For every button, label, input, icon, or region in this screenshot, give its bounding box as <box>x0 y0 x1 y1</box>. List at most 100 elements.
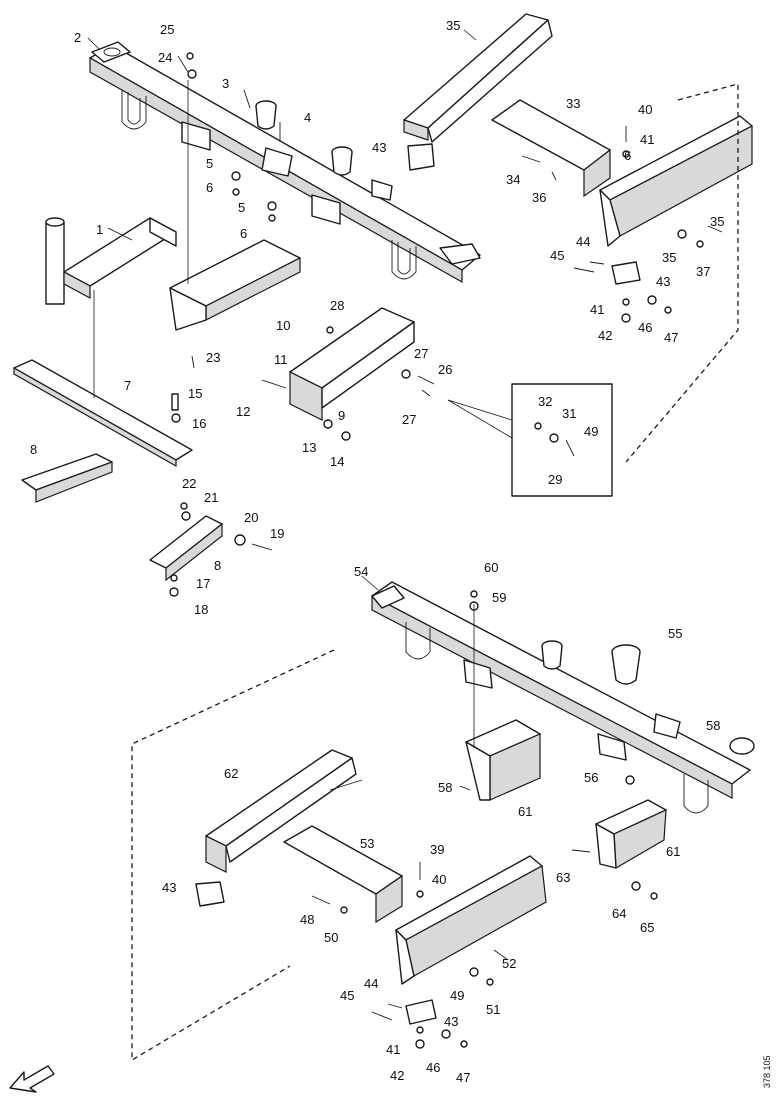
lower-bracket-62b <box>595 799 667 870</box>
callout: 6 <box>624 148 631 163</box>
callout: 49 <box>584 424 598 439</box>
callout: 46 <box>638 320 652 335</box>
callout: 9 <box>338 408 345 423</box>
lower-bracket-54 <box>283 825 403 924</box>
callout: 64 <box>612 906 626 921</box>
callout: 35 <box>446 18 460 33</box>
callout: 17 <box>196 576 210 591</box>
upper-right-member-39a <box>403 13 553 143</box>
callout: 25 <box>160 22 174 37</box>
callout: 26 <box>438 362 452 377</box>
upper-bracket-34 <box>491 99 611 198</box>
callout: 8 <box>214 558 221 573</box>
callout: 4 <box>304 110 311 125</box>
callout: 13 <box>302 440 316 455</box>
upper-right-member-39b <box>599 115 753 247</box>
callout: 39 <box>430 842 444 857</box>
callout: 2 <box>74 30 81 45</box>
upper-rail-7 <box>13 359 193 468</box>
drawing-code: 378 105 <box>762 1055 772 1088</box>
upper-mount-9 <box>289 307 415 421</box>
upper-bracket-8a <box>21 453 113 503</box>
callout: 43 <box>162 880 176 895</box>
callout: 65 <box>640 920 654 935</box>
callout: 45 <box>340 988 354 1003</box>
callout: 61 <box>666 844 680 859</box>
callout: 45 <box>550 248 564 263</box>
callout: 61 <box>518 804 532 819</box>
direction-arrow-icon <box>9 1065 55 1093</box>
callout: 31 <box>562 406 576 421</box>
lower-bracket-44 <box>195 881 437 1025</box>
callout: 55 <box>668 626 682 641</box>
upper-crossmember <box>89 41 481 284</box>
callout: 33 <box>566 96 580 111</box>
callout: 60 <box>484 560 498 575</box>
callout: 21 <box>204 490 218 505</box>
callout: 40 <box>638 102 652 117</box>
callout: 11 <box>274 352 288 367</box>
upper-post-bracket <box>45 217 177 305</box>
callout: 37 <box>696 264 710 279</box>
callout: 7 <box>124 378 131 393</box>
callout: 51 <box>486 1002 500 1017</box>
callout: 43 <box>656 274 670 289</box>
callout: 48 <box>300 912 314 927</box>
callout: 41 <box>640 132 654 147</box>
callout: 35 <box>710 214 724 229</box>
lower-member-63 <box>205 749 357 873</box>
callout: 59 <box>492 590 506 605</box>
upper-plate-10 <box>169 239 301 331</box>
callout: 19 <box>270 526 284 541</box>
callout: 63 <box>556 870 570 885</box>
callout: 6 <box>240 226 247 241</box>
callout: 16 <box>192 416 206 431</box>
callout: 42 <box>598 328 612 343</box>
callout: 62 <box>224 766 238 781</box>
callout: 15 <box>188 386 202 401</box>
callout: 29 <box>548 472 562 487</box>
callout: 8 <box>30 442 37 457</box>
callout: 53 <box>360 836 374 851</box>
upper-dashed-outline <box>625 83 739 463</box>
callout: 20 <box>244 510 258 525</box>
callout: 56 <box>584 770 598 785</box>
callout: 36 <box>532 190 546 205</box>
callout: 44 <box>364 976 378 991</box>
callout: 58 <box>438 780 452 795</box>
callout: 52 <box>502 956 516 971</box>
callout: 50 <box>324 930 338 945</box>
callout: 5 <box>206 156 213 171</box>
upper-bracket-44 <box>407 143 641 285</box>
callout: 1 <box>96 222 103 237</box>
callout: 6 <box>206 180 213 195</box>
callout: 32 <box>538 394 552 409</box>
lower-crossmember <box>371 581 755 814</box>
detail-inset-box <box>447 383 613 497</box>
callout: 58 <box>706 718 720 733</box>
callout: 43 <box>444 1014 458 1029</box>
leader-lines <box>87 29 723 961</box>
callout: 42 <box>390 1068 404 1083</box>
callout: 49 <box>450 988 464 1003</box>
callout: 5 <box>238 200 245 215</box>
callout: 12 <box>236 404 250 419</box>
callout-labels: 2 25 24 3 4 5 6 5 6 1 10 23 28 11 12 7 1… <box>30 18 724 1085</box>
callout: 18 <box>194 602 208 617</box>
callout: 40 <box>432 872 446 887</box>
callout: 46 <box>426 1060 440 1075</box>
callout: 54 <box>354 564 368 579</box>
callout: 41 <box>386 1042 400 1057</box>
callout: 47 <box>456 1070 470 1085</box>
callout: 23 <box>206 350 220 365</box>
callout: 43 <box>372 140 386 155</box>
lower-bracket-62a <box>465 719 541 801</box>
upper-bracket-8b <box>149 515 223 582</box>
callout: 14 <box>330 454 344 469</box>
callout: 27 <box>414 346 428 361</box>
callout: 47 <box>664 330 678 345</box>
callout: 35 <box>662 250 676 265</box>
callout: 28 <box>330 298 344 313</box>
callout: 41 <box>590 302 604 317</box>
